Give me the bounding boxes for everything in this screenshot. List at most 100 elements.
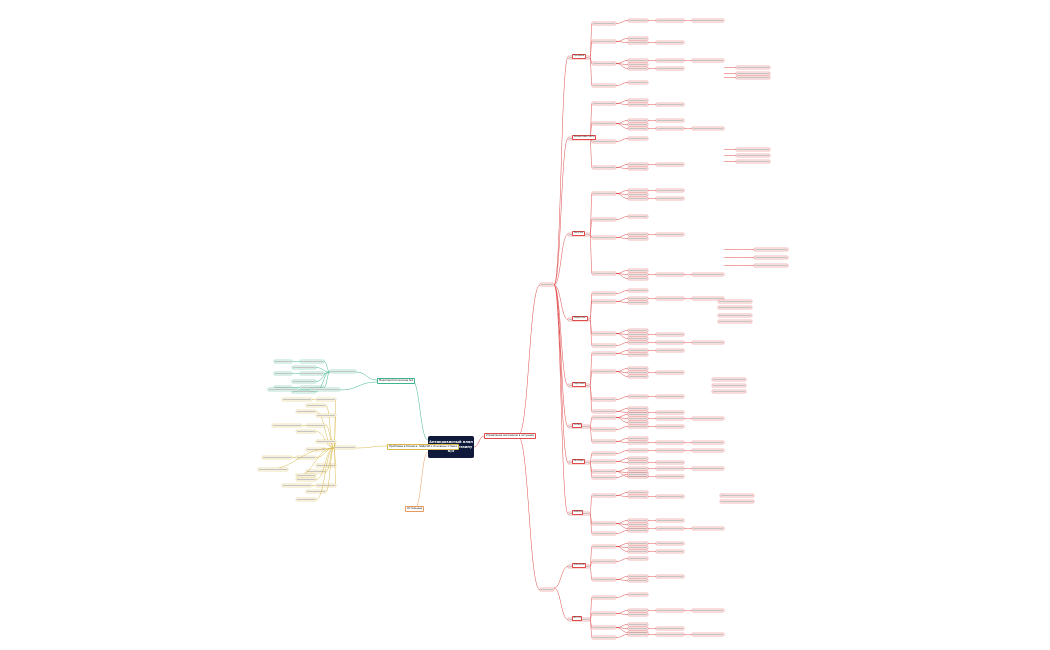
branch-topic-8[interactable]: Анализ (572, 510, 584, 515)
connector-line (615, 350, 629, 354)
connector-line (615, 471, 629, 477)
connector-line (615, 63, 629, 69)
branch-topic-9[interactable]: Контроль (572, 563, 587, 568)
connector-line (615, 60, 629, 64)
connector-line (615, 450, 629, 454)
connector-line (615, 474, 629, 478)
connector-line (615, 411, 629, 413)
connector-line (615, 546, 629, 552)
connector-line (615, 441, 629, 443)
connector-line (589, 301, 593, 320)
connector-line (553, 587, 569, 620)
connector-line (589, 41, 593, 58)
connector-line (355, 445, 388, 449)
connector-line (615, 414, 629, 418)
connector-line (615, 438, 629, 442)
connector-line (553, 284, 569, 514)
connector-line (517, 435, 541, 591)
branch-yellow[interactable]: Проблемы в бизнесе, ЗАДАЧИ и Основные Ст… (387, 444, 460, 450)
connector-line (615, 167, 629, 169)
branch-topic-5[interactable]: Персонал (572, 382, 587, 387)
connector-line (615, 543, 629, 547)
connector-line (615, 461, 629, 463)
connector-line (553, 138, 569, 286)
branch-topic-1[interactable]: Продажи (572, 54, 586, 59)
connector-line (615, 298, 629, 302)
connector-line (553, 566, 569, 589)
connector-line (589, 371, 593, 386)
central-topic-line-1: Антикризисный план (429, 440, 473, 445)
connector-line (589, 597, 593, 620)
connector-line (615, 20, 629, 24)
connector-line (615, 103, 629, 105)
branch-orange[interactable]: Остальные (405, 506, 425, 512)
connector-line (615, 610, 629, 614)
branch-topic-7[interactable]: Расходы (572, 459, 585, 464)
connector-line (325, 425, 335, 449)
connector-line (615, 523, 629, 529)
connector-line (615, 234, 629, 238)
connector-line (473, 435, 485, 448)
branch-topic-10[interactable]: Итоги (572, 616, 583, 621)
central-topic-line-3: N/5 (447, 449, 455, 454)
connector-line (589, 495, 593, 514)
branch-right-main[interactable]: Управление магазином в ситуации (484, 433, 536, 439)
connector-line (615, 468, 629, 472)
connector-line (615, 301, 629, 303)
connector-line (589, 546, 593, 567)
connector-line (615, 190, 629, 194)
connector-line (315, 447, 335, 500)
connector-line (323, 371, 331, 388)
connector-line (315, 431, 335, 449)
connector-line (615, 495, 629, 497)
connector-line (589, 385, 593, 412)
connector-line (615, 38, 629, 42)
connector-line (323, 361, 331, 373)
connector-line (615, 520, 629, 524)
connector-line (589, 234, 593, 238)
connector-line (615, 330, 629, 334)
branch-topic-4[interactable]: Маркетинг (572, 316, 588, 321)
connector-line (589, 561, 593, 567)
connector-line (615, 237, 629, 239)
connector-line (615, 120, 629, 124)
connector-line (553, 234, 569, 286)
connector-line (553, 284, 569, 463)
connector-line (615, 492, 629, 496)
connector-line (325, 447, 335, 492)
connector-line (411, 379, 429, 441)
branch-green[interactable]: Мероприятия месяца №1 (377, 378, 416, 384)
connector-line (589, 417, 593, 427)
connector-line (339, 381, 378, 391)
connector-line (615, 530, 629, 534)
connector-line (615, 342, 629, 346)
connector-line (553, 57, 569, 286)
connector-line (615, 368, 629, 372)
connector-line (615, 41, 629, 43)
connector-line (615, 273, 629, 279)
connector-line (553, 284, 569, 386)
connector-line (589, 566, 593, 580)
connector-line (615, 216, 629, 220)
connector-line (615, 613, 629, 615)
connector-line (615, 138, 629, 142)
connector-line (615, 123, 629, 129)
connector-line (589, 57, 593, 86)
connector-line (615, 408, 629, 412)
connector-line (589, 453, 593, 463)
connector-line (615, 576, 629, 580)
connector-line (615, 270, 629, 274)
connector-line (615, 558, 629, 562)
branch-topic-2[interactable]: Финансовая часть (572, 135, 597, 140)
branch-topic-3[interactable]: Закупки (572, 231, 585, 236)
connector-line (589, 219, 593, 235)
connector-line (615, 426, 629, 430)
connector-line (615, 193, 629, 199)
branch-topic-6[interactable]: Склад (572, 423, 583, 428)
connector-line (615, 164, 629, 168)
connector-line (553, 284, 569, 320)
connector-line (315, 367, 331, 373)
connector-line (615, 353, 629, 355)
connector-line (615, 417, 629, 423)
